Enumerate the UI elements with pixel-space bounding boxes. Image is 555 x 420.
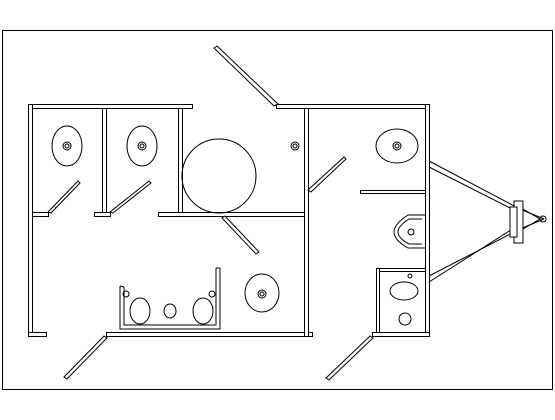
partition-stall-2-bottom xyxy=(94,212,111,217)
partition-right-stall-side xyxy=(376,268,380,333)
wall-fixture-icon xyxy=(290,141,300,151)
partition-right-room xyxy=(360,190,426,194)
toilet-icon xyxy=(126,125,158,167)
wall-left xyxy=(28,104,33,337)
door-stall-2 xyxy=(108,180,152,214)
wall-top-right xyxy=(276,104,430,109)
wall-top-left xyxy=(28,104,193,109)
drain-icon xyxy=(163,303,177,319)
round-table-icon xyxy=(181,138,257,214)
sink-icon xyxy=(129,297,151,325)
door-lounge xyxy=(221,215,260,255)
outer-walls xyxy=(28,104,430,337)
page-border xyxy=(2,30,553,390)
doors xyxy=(47,45,374,381)
trailer-hitch xyxy=(428,160,547,283)
wall-bottom-left xyxy=(28,332,47,337)
interior-walls xyxy=(32,108,426,337)
door-bottom-left xyxy=(63,335,108,380)
partition-stall-1-2 xyxy=(102,108,107,217)
sink-icon xyxy=(389,273,419,326)
toilet-icon xyxy=(244,273,280,313)
counter-icon xyxy=(119,267,221,330)
partition-stall-1-bottom xyxy=(32,212,49,217)
sink-icon xyxy=(192,297,214,325)
partition-lounge-bottom xyxy=(158,212,309,217)
wall-right xyxy=(425,104,430,337)
toilet-icon xyxy=(375,128,419,164)
hitch-ball-icon xyxy=(539,215,547,223)
door-stall-1 xyxy=(47,180,81,214)
wall-bottom-right xyxy=(372,332,430,337)
partition-right-stall-top xyxy=(376,268,426,272)
partition-middle xyxy=(304,108,309,337)
urinal-icon xyxy=(393,214,425,249)
door-top-entry xyxy=(213,45,279,107)
door-main-right xyxy=(307,156,347,193)
toilet-icon xyxy=(51,125,83,167)
partition-stall-2-lounge xyxy=(178,108,183,217)
wall-bottom-middle xyxy=(106,332,313,337)
door-bottom-right xyxy=(325,335,374,381)
